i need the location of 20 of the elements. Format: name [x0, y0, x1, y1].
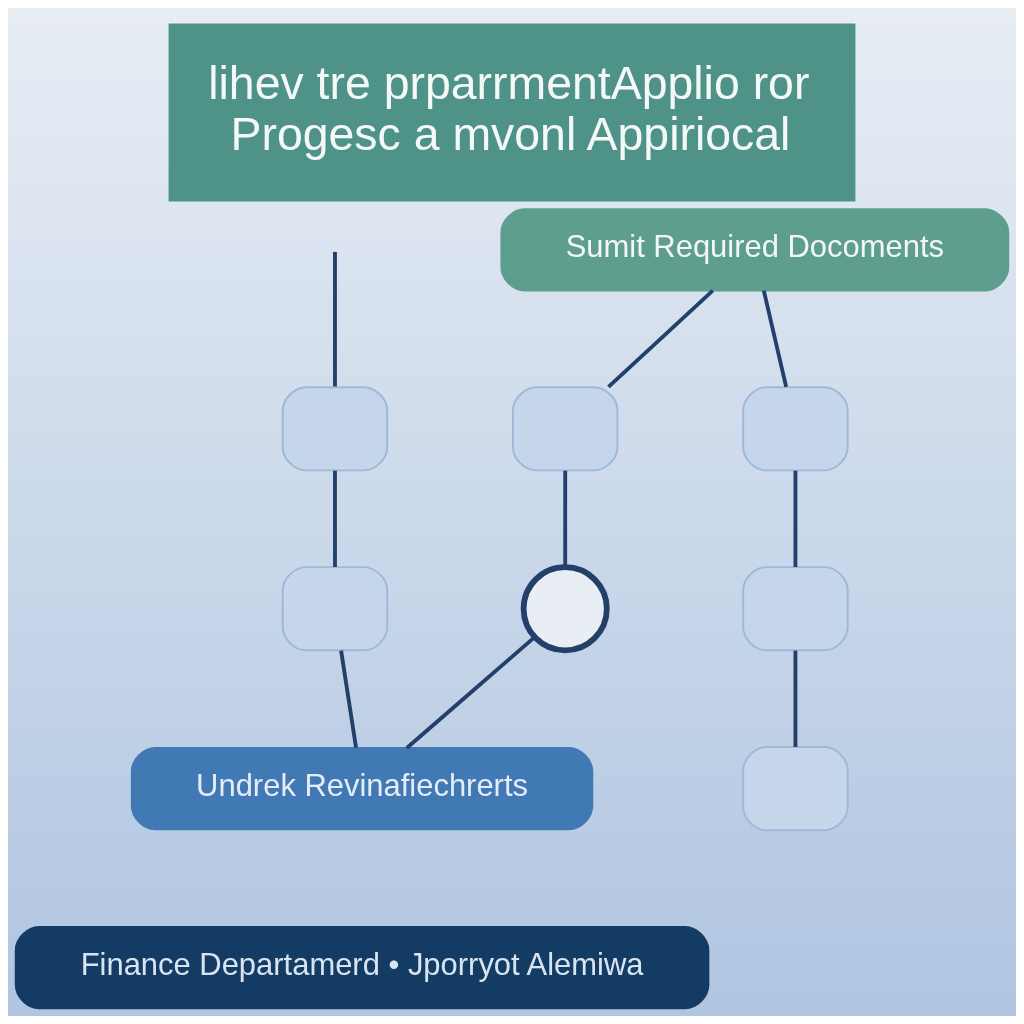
- node-box: [512, 386, 619, 472]
- node-box: Undrek Revinafiechrerts: [130, 747, 594, 831]
- connector: [793, 470, 798, 567]
- node-circle: [520, 564, 610, 654]
- diagram-title: lihev tre prparrmentApplio ror Progesc a mvonl Appiriocal: [208, 57, 810, 160]
- connector: [333, 251, 337, 387]
- node-box: [742, 386, 849, 472]
- node-box: Sumit Required Docoments: [500, 208, 1010, 292]
- node-box: [742, 566, 849, 652]
- node-box: [742, 746, 849, 832]
- connector: [793, 650, 798, 747]
- connector: [339, 650, 358, 748]
- connector: [761, 290, 789, 388]
- node-box: [281, 386, 389, 472]
- connector: [563, 470, 568, 567]
- connector: [607, 289, 715, 389]
- connector: [405, 635, 536, 750]
- connector: [333, 470, 337, 567]
- node-box: [281, 566, 389, 652]
- node-box: Finance Departamerd • Jporryot Alemiwa: [14, 926, 710, 1010]
